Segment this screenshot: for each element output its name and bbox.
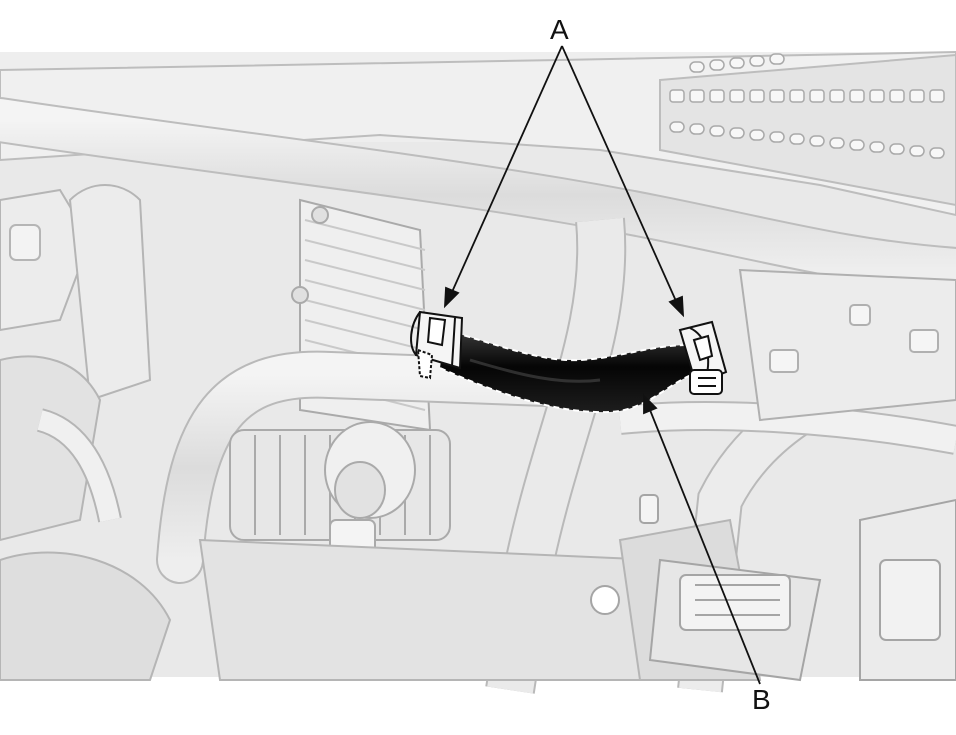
right-bracket-panel xyxy=(738,268,956,422)
right-side-module xyxy=(590,494,956,682)
hose-clamp-left xyxy=(410,310,464,380)
callout-leaders xyxy=(443,45,761,685)
lower-left-pipe xyxy=(156,350,624,584)
hose-clamp-right xyxy=(678,320,728,395)
coolant-hose xyxy=(439,329,701,414)
grille-slots xyxy=(669,53,945,159)
callout-label-b: B xyxy=(752,684,771,715)
left-components xyxy=(0,184,172,681)
cross-pipe xyxy=(0,97,956,293)
callout-label-a: A xyxy=(550,14,569,45)
